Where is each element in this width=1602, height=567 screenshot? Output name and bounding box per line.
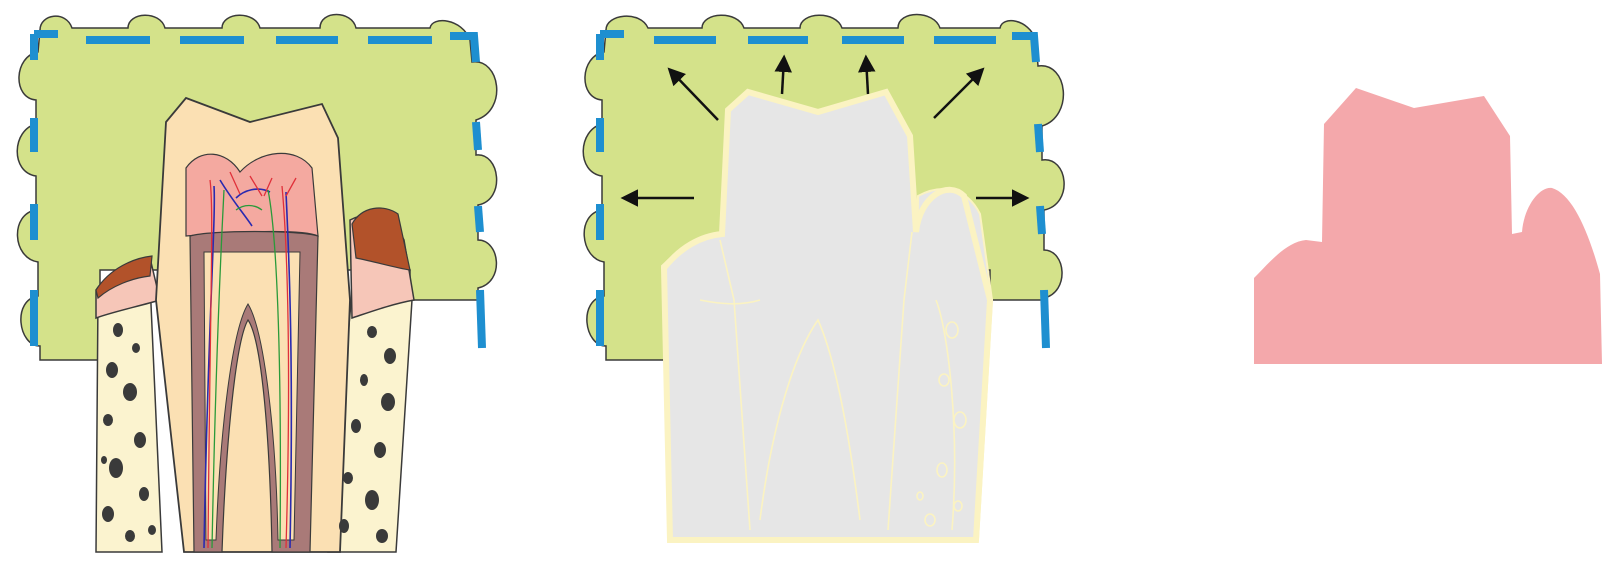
- panel-1: [17, 15, 496, 553]
- impression-cast: [1254, 88, 1602, 364]
- pulp-chamber: [186, 153, 318, 236]
- panel-3: [1254, 88, 1602, 364]
- panel-2: [583, 15, 1064, 541]
